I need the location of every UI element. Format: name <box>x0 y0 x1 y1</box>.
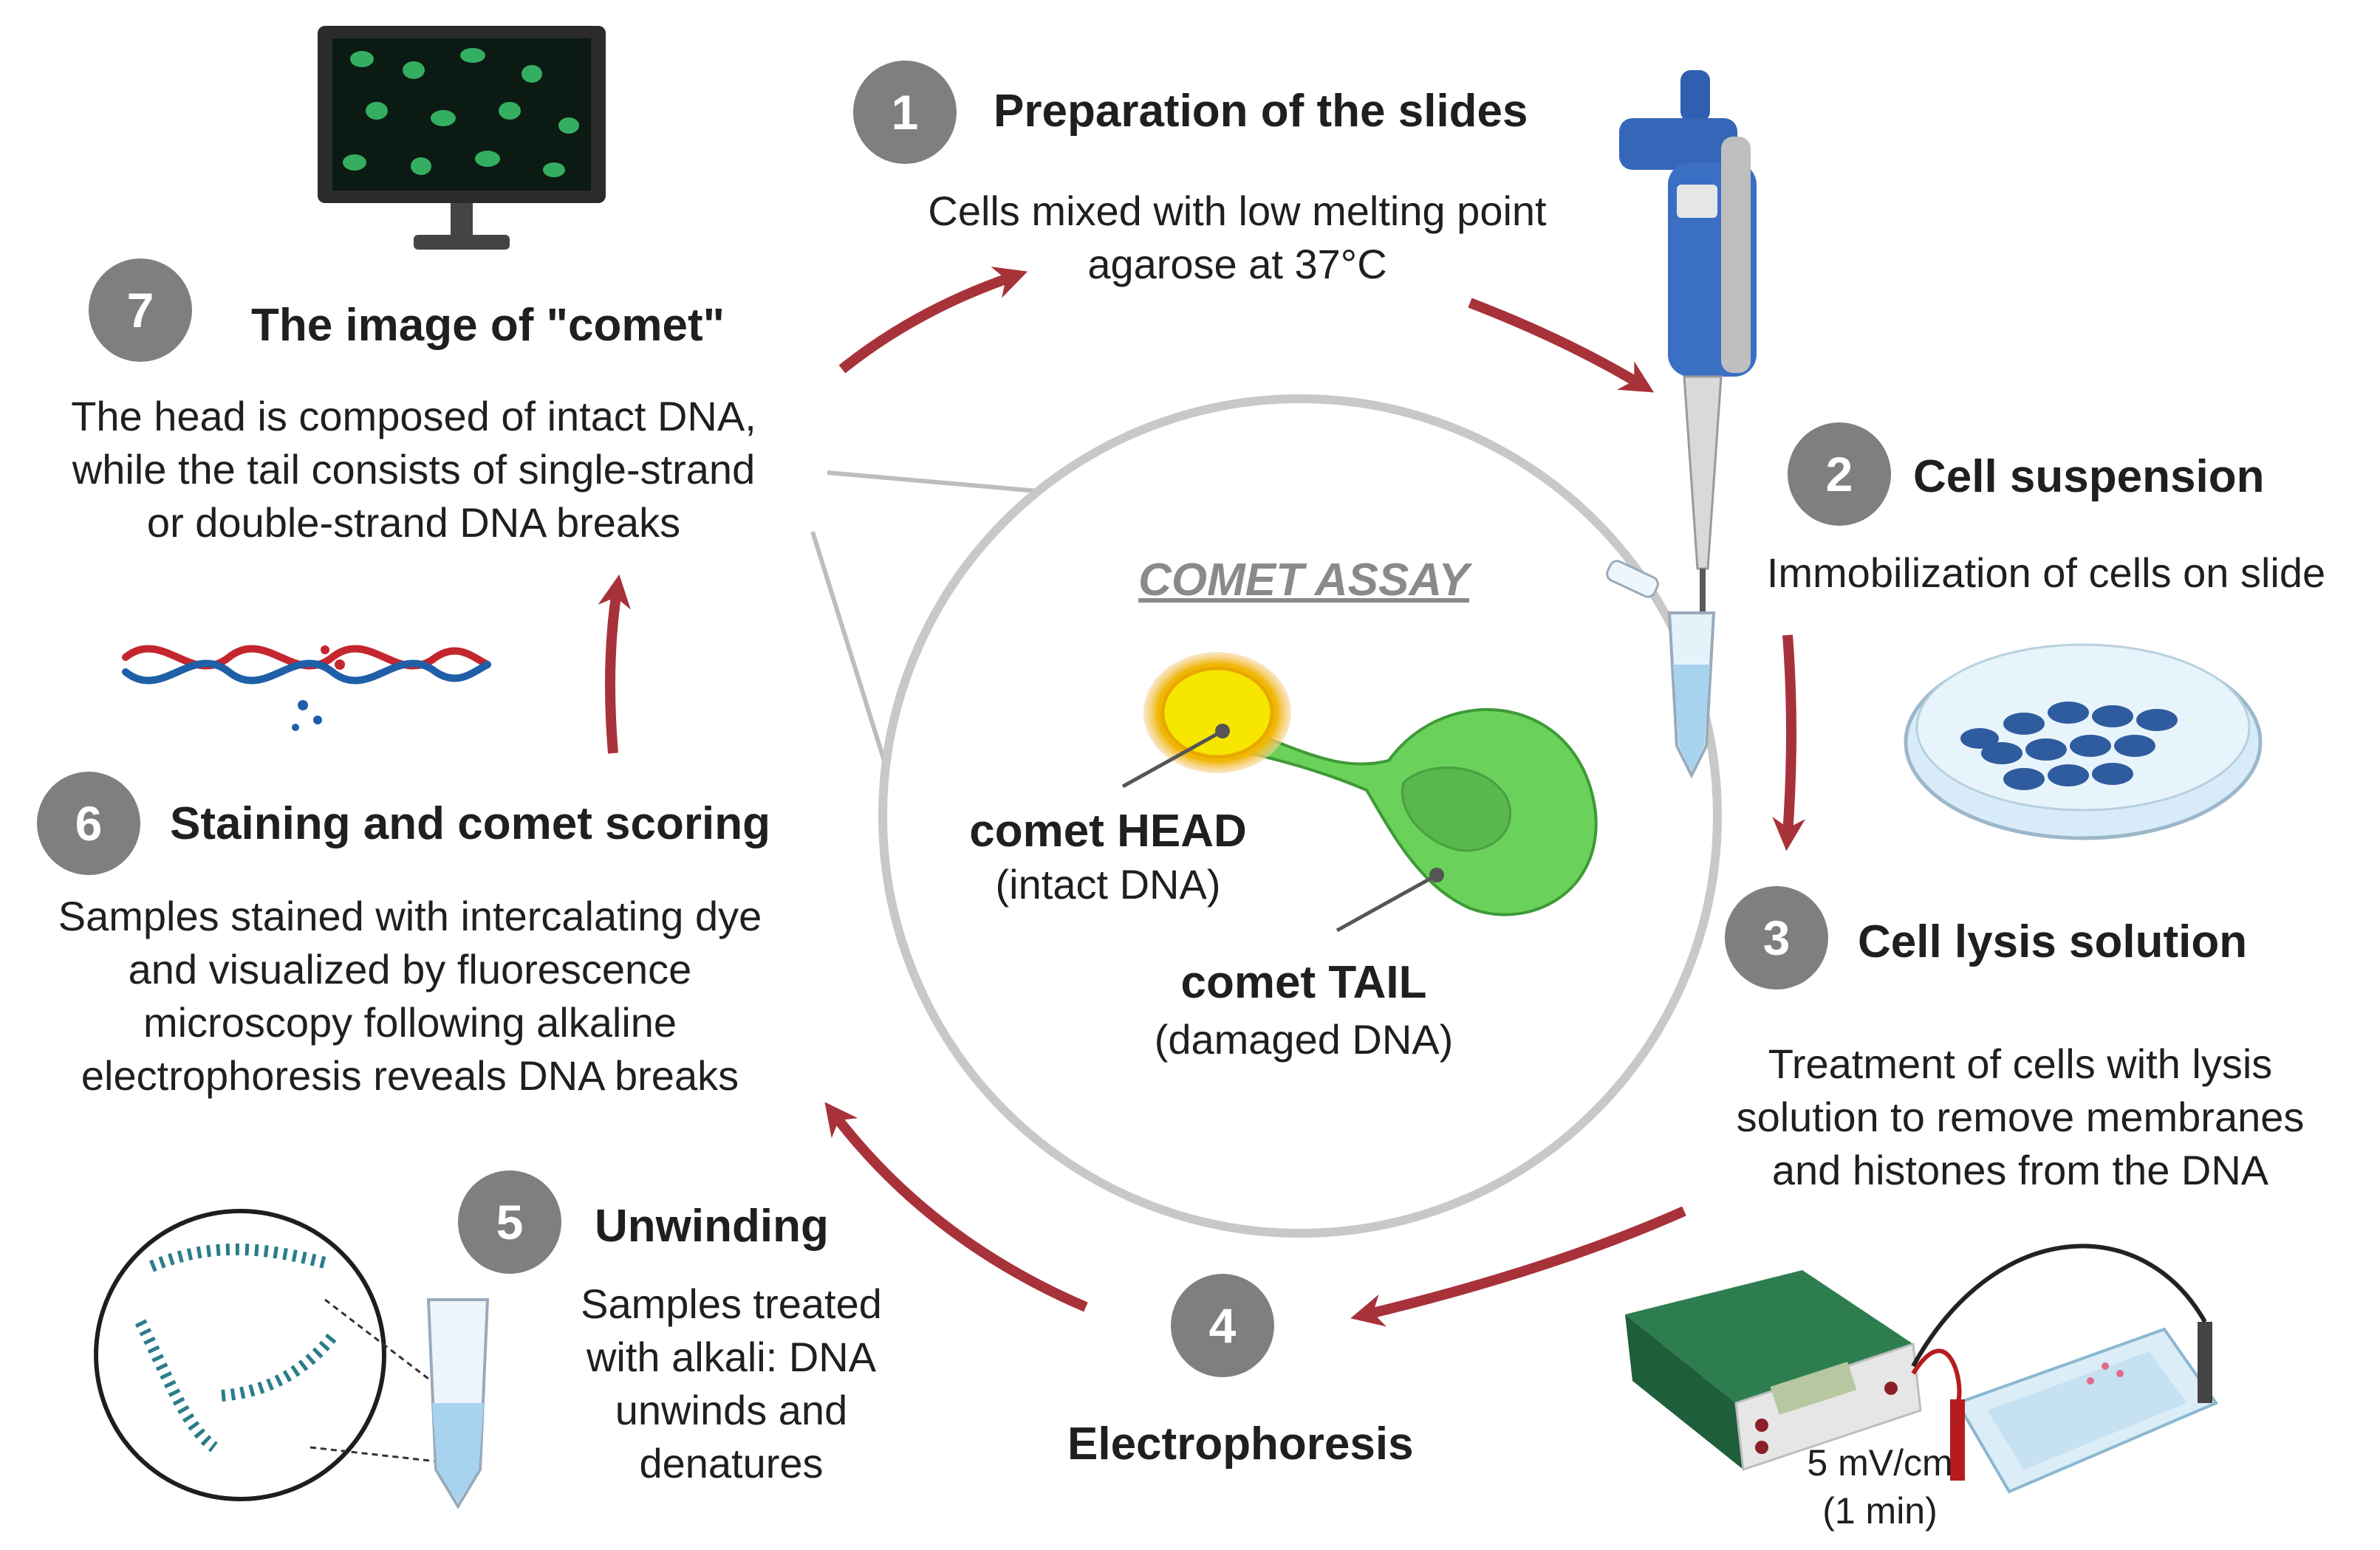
step-4-badge: 4 <box>1171 1274 1274 1377</box>
petri-dish-icon <box>1904 643 2263 840</box>
step-1-line-2: agarose at 37°C <box>1087 241 1387 287</box>
step-2-title: Cell suspension <box>1913 451 2265 502</box>
step-3-line-2: solution to remove membranes <box>1736 1094 2305 1140</box>
step-1-title: Preparation of the slides <box>994 86 1528 137</box>
step-5-title: Unwinding <box>595 1201 829 1252</box>
comet-head-core <box>1160 666 1274 759</box>
electrophoresis-voltage: 5 mV/cm <box>1807 1442 1953 1484</box>
unwound-dna-icon <box>94 1209 490 1509</box>
step-2-line-1: Immobilization of cells on slide <box>1766 549 2326 596</box>
comet-tail-inner <box>1401 767 1512 852</box>
step-7-title: The image of "comet" <box>251 300 725 351</box>
step-5-line-3: unwinds and <box>615 1387 848 1433</box>
comet-pointers <box>1121 729 1438 933</box>
step-1-description: Cells mixed with low melting point agaro… <box>849 185 1625 291</box>
step-6-line-1: Samples stained with intercalating dye <box>58 893 762 939</box>
tail-pointer-dot <box>1429 868 1444 882</box>
comet-assay-circle <box>878 394 1722 1238</box>
comet-head-label: comet HEAD <box>969 806 1247 857</box>
step-1-line-1: Cells mixed with low melting point <box>928 188 1547 234</box>
step-7-description: The head is composed of intact DNA, whil… <box>7 390 820 549</box>
step-2-description: Immobilization of cells on slide <box>1714 546 2379 600</box>
head-pointer-dot <box>1215 724 1230 738</box>
monitor-icon <box>318 26 606 250</box>
cycle-arrows <box>598 267 1805 1327</box>
step-3-badge: 3 <box>1725 886 1828 990</box>
dna-helix-icon <box>122 645 491 731</box>
electrophoresis-time: (1 min) <box>1822 1490 1938 1532</box>
comet-assay-title: COMET ASSAY <box>1138 555 1469 606</box>
step-5-description: Samples treated with alkali: DNA unwinds… <box>517 1278 945 1490</box>
comet-tail-label: comet TAIL <box>1180 957 1427 1008</box>
step-4-title: Electrophoresis <box>1067 1419 1414 1470</box>
step-6-line-2: and visualized by fluorescence <box>128 946 692 992</box>
electrophoresis-apparatus-icon <box>1625 1244 2219 1494</box>
step-5-badge: 5 <box>458 1170 561 1274</box>
comet-head-sublabel: (intact DNA) <box>995 861 1221 908</box>
step-6-title: Staining and comet scoring <box>170 798 770 849</box>
step-7-line-3: or double-strand DNA breaks <box>146 499 681 546</box>
step-6-badge: 6 <box>37 772 140 875</box>
step-5-line-1: Samples treated <box>581 1280 882 1327</box>
step-3-line-3: and histones from the DNA <box>1771 1147 2269 1193</box>
step-7-badge: 7 <box>89 258 192 362</box>
pipette-icon <box>1619 70 1757 613</box>
comet-tail-sublabel: (damaged DNA) <box>1154 1016 1454 1063</box>
step-6-line-3: microscopy following alkaline <box>143 999 677 1046</box>
step-3-title: Cell lysis solution <box>1858 916 2248 967</box>
step-3-line-1: Treatment of cells with lysis <box>1768 1040 2273 1087</box>
step-1-badge: 1 <box>853 61 957 164</box>
step-6-description: Samples stained with intercalating dye a… <box>0 890 820 1103</box>
comet-tail <box>1210 707 1598 916</box>
tube-icon <box>1606 560 1716 779</box>
step-7-line-1: The head is composed of intact DNA, <box>71 393 756 439</box>
step-5-line-4: denatures <box>639 1440 824 1486</box>
step-7-line-2: while the tail consists of single-strand <box>72 446 756 493</box>
step-5-line-2: with alkali: DNA <box>586 1334 877 1380</box>
step-2-badge: 2 <box>1788 422 1891 526</box>
step-3-description: Treatment of cells with lysis solution t… <box>1677 1038 2364 1197</box>
step-6-line-4: electrophoresis reveals DNA breaks <box>81 1052 739 1099</box>
